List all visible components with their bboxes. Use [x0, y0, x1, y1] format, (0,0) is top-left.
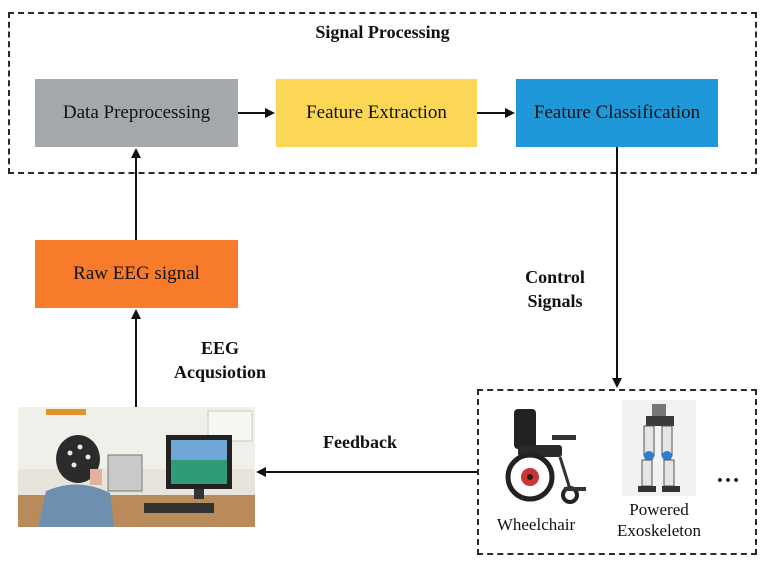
eeg-acquisition-label: EEG Acqusiotion	[173, 338, 267, 382]
exoskeleton-caption: Powered Exoskeleton	[616, 500, 702, 540]
more-devices-ellipsis: …	[716, 462, 740, 488]
data-preprocessing-box: Data Preprocessing	[35, 79, 238, 147]
signal-processing-group	[8, 12, 757, 174]
control-signals-label: Control Signals	[525, 267, 585, 311]
wheelchair-image	[505, 409, 586, 504]
feature-classification-box: Feature Classification	[516, 79, 718, 147]
raw-eeg-signal-box: Raw EEG signal	[35, 240, 238, 308]
devices-group	[477, 389, 757, 555]
signal-processing-title: Signal Processing	[315, 22, 450, 42]
exoskeleton-image	[622, 400, 696, 496]
eeg-lab-photo	[18, 407, 255, 527]
feedback-label: Feedback	[323, 432, 397, 452]
wheelchair-caption: Wheelchair	[496, 515, 576, 534]
feature-extraction-box: Feature Extraction	[276, 79, 477, 147]
